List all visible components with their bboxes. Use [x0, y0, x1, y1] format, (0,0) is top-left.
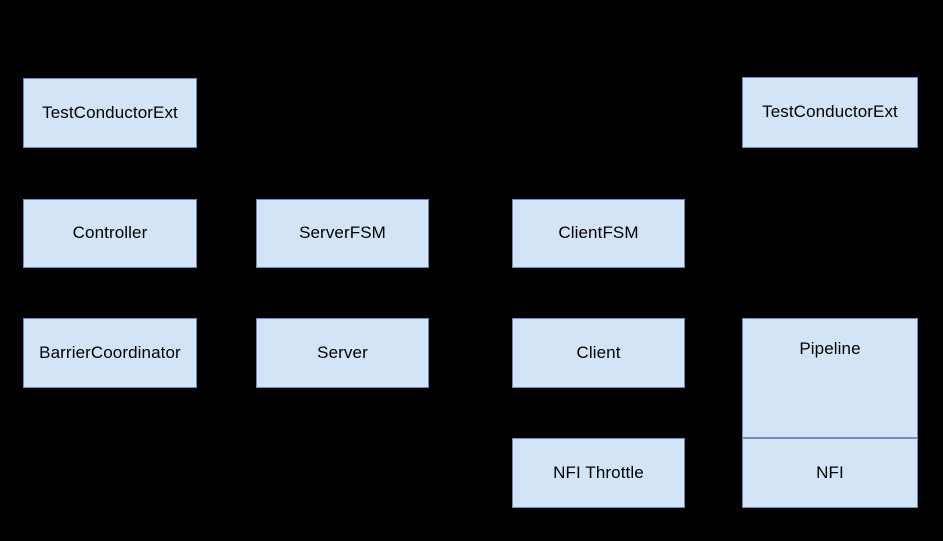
node-label-nfi-throttle: NFI Throttle — [553, 462, 644, 482]
node-server[interactable]: Server — [256, 318, 429, 388]
node-label-test-conductor-ext-left: TestConductorExt — [42, 102, 178, 122]
node-label-test-conductor-ext-right: TestConductorExt — [762, 102, 898, 122]
node-label-nfi: NFI — [816, 462, 844, 482]
node-test-conductor-ext-right[interactable]: TestConductorExt — [742, 77, 918, 148]
node-label-client: Client — [576, 342, 621, 362]
node-label-pipeline: Pipeline — [799, 339, 861, 358]
node-label-client-fsm: ClientFSM — [558, 223, 639, 243]
node-label-server-fsm: ServerFSM — [299, 223, 386, 243]
node-label-server: Server — [317, 342, 368, 362]
node-client-fsm[interactable]: ClientFSM — [512, 199, 685, 268]
node-client[interactable]: Client — [512, 318, 685, 388]
node-controller[interactable]: Controller — [23, 199, 197, 268]
node-server-fsm[interactable]: ServerFSM — [256, 199, 429, 268]
node-barrier-coordinator[interactable]: BarrierCoordinator — [23, 318, 197, 388]
node-pipeline[interactable]: Pipeline — [742, 318, 918, 438]
node-nfi-throttle[interactable]: NFI Throttle — [512, 438, 685, 508]
node-test-conductor-ext-left[interactable]: TestConductorExt — [23, 78, 197, 148]
node-label-barrier-coordinator: BarrierCoordinator — [39, 342, 181, 362]
node-nfi[interactable]: NFI — [742, 438, 918, 508]
node-label-controller: Controller — [72, 223, 148, 243]
